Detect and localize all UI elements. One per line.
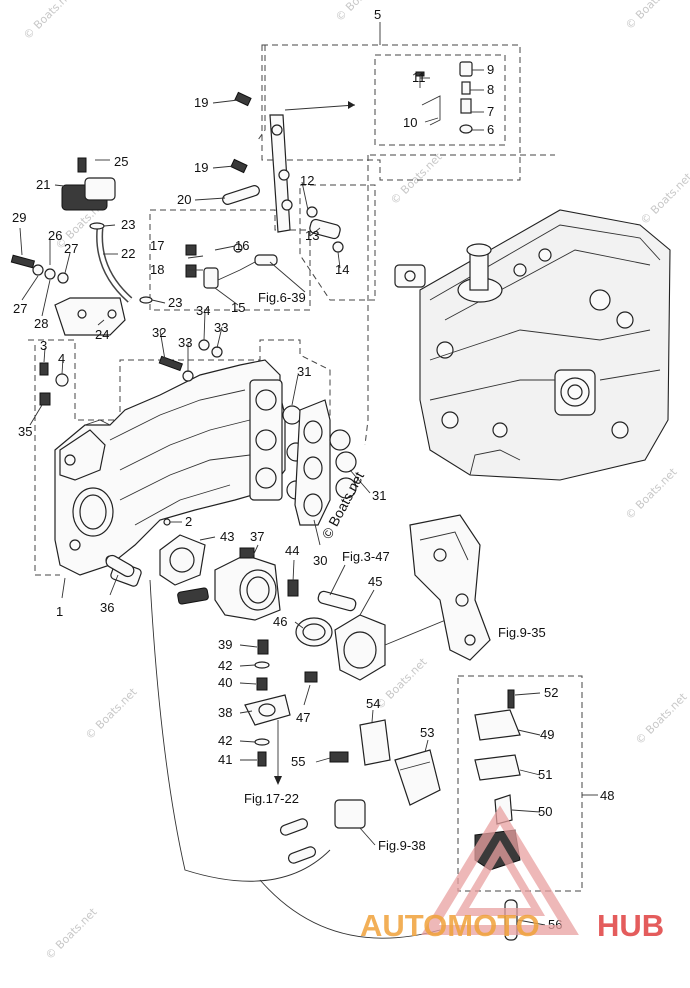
callout-19a: 19 (194, 95, 208, 110)
callout-7: 7 (487, 104, 494, 119)
callout-23a: 23 (121, 217, 135, 232)
engine-block (394, 209, 671, 481)
callout-37: 37 (250, 529, 264, 544)
bracket-54 (329, 719, 441, 806)
callout-26: 26 (48, 228, 62, 243)
callout-30: 30 (313, 553, 327, 568)
isc-valve (295, 590, 471, 683)
fasteners (39, 339, 223, 526)
watermark: © Boats.net (638, 170, 690, 227)
callout-1: 1 (56, 604, 63, 619)
callout-42b: 42 (218, 733, 232, 748)
watermark: © Boats.net (43, 905, 100, 962)
callout-45: 45 (368, 574, 382, 589)
callout-48: 48 (600, 788, 614, 803)
callout-38: 38 (218, 705, 232, 720)
sensor-and-hose (10, 157, 153, 336)
callout-44: 44 (285, 543, 299, 558)
callout-10: 10 (403, 115, 417, 130)
watermark: © Boats.net (388, 150, 445, 207)
callout-41: 41 (218, 752, 232, 767)
callout-14: 14 (335, 262, 349, 277)
callout-39: 39 (218, 637, 232, 652)
callout-33a: 33 (214, 320, 228, 335)
callout-43: 43 (220, 529, 234, 544)
callout-25: 25 (114, 154, 128, 169)
callout-46: 46 (273, 614, 287, 629)
callout-27a: 27 (64, 241, 78, 256)
callout-35: 35 (18, 424, 32, 439)
callout-8: 8 (487, 82, 494, 97)
callout-47: 47 (296, 710, 310, 725)
callout-13: 13 (305, 228, 319, 243)
callout-51: 51 (538, 767, 552, 782)
bracket-assembly (409, 514, 491, 661)
callout-49: 49 (540, 727, 554, 742)
callout-12: 12 (300, 173, 314, 188)
watermark: © Boats.net (333, 0, 390, 24)
fig-9-38-ref[interactable]: Fig.9-38 (378, 838, 426, 853)
callout-16: 16 (235, 238, 249, 253)
watermark: © Boats.net (21, 0, 78, 42)
callout-17: 17 (150, 238, 164, 253)
fuel-rail (222, 91, 356, 253)
fig-3-47-ref[interactable]: Fig.3-47 (342, 549, 390, 564)
leader-lines (19, 22, 598, 926)
callout-27b: 27 (13, 301, 27, 316)
filter-group (185, 243, 278, 289)
callout-42a: 42 (218, 658, 232, 673)
watermark: © Boats.net (83, 685, 140, 742)
callout-54: 54 (366, 696, 380, 711)
callout-33b: 33 (178, 335, 192, 350)
callout-9: 9 (487, 62, 494, 77)
callout-55: 55 (291, 754, 305, 769)
logo-text-automoto: AUTOMOTO (360, 908, 540, 943)
callout-4: 4 (58, 351, 65, 366)
callout-6: 6 (487, 122, 494, 137)
callout-29: 29 (12, 210, 26, 225)
callout-21: 21 (36, 177, 50, 192)
watermark: © Boats.net (623, 0, 680, 32)
watermark: © Boats.net (623, 465, 680, 522)
callout-labels: 5 11 9 8 7 6 10 19 19 20 12 13 14 25 21 … (12, 7, 614, 932)
fig-17-22-ref[interactable]: Fig.17-22 (244, 791, 299, 806)
callout-15: 15 (231, 300, 245, 315)
callout-31a: 31 (297, 364, 311, 379)
callout-2: 2 (185, 514, 192, 529)
callout-32: 32 (152, 325, 166, 340)
callout-19b: 19 (194, 160, 208, 175)
fig-6-39-ref[interactable]: Fig.6-39 (258, 290, 306, 305)
callout-34: 34 (196, 303, 210, 318)
valve-stack (244, 639, 291, 767)
throttle-body (110, 534, 299, 621)
logo-text-hub: HUB (597, 908, 664, 943)
callout-5: 5 (374, 7, 381, 22)
watermark: © Boats.net (633, 690, 690, 747)
callout-22: 22 (121, 246, 135, 261)
callout-23b: 23 (168, 295, 182, 310)
callout-11: 11 (412, 70, 426, 85)
fig-9-35-ref[interactable]: Fig.9-35 (498, 625, 546, 640)
callout-18: 18 (150, 262, 164, 277)
callout-3: 3 (40, 338, 47, 353)
callout-53: 53 (420, 725, 434, 740)
gasket-set (282, 399, 357, 526)
callout-40: 40 (218, 675, 232, 690)
callout-20: 20 (177, 192, 191, 207)
automotohub-logo: AUTOMOTO HUB (360, 805, 664, 943)
inset-parts (415, 61, 473, 134)
callout-52: 52 (544, 685, 558, 700)
hoses (105, 554, 441, 939)
callout-28: 28 (34, 316, 48, 331)
callout-31b: 31 (372, 488, 386, 503)
callout-50: 50 (538, 804, 552, 819)
callout-36: 36 (100, 600, 114, 615)
callout-24: 24 (95, 327, 109, 342)
intake-manifold (54, 359, 286, 576)
